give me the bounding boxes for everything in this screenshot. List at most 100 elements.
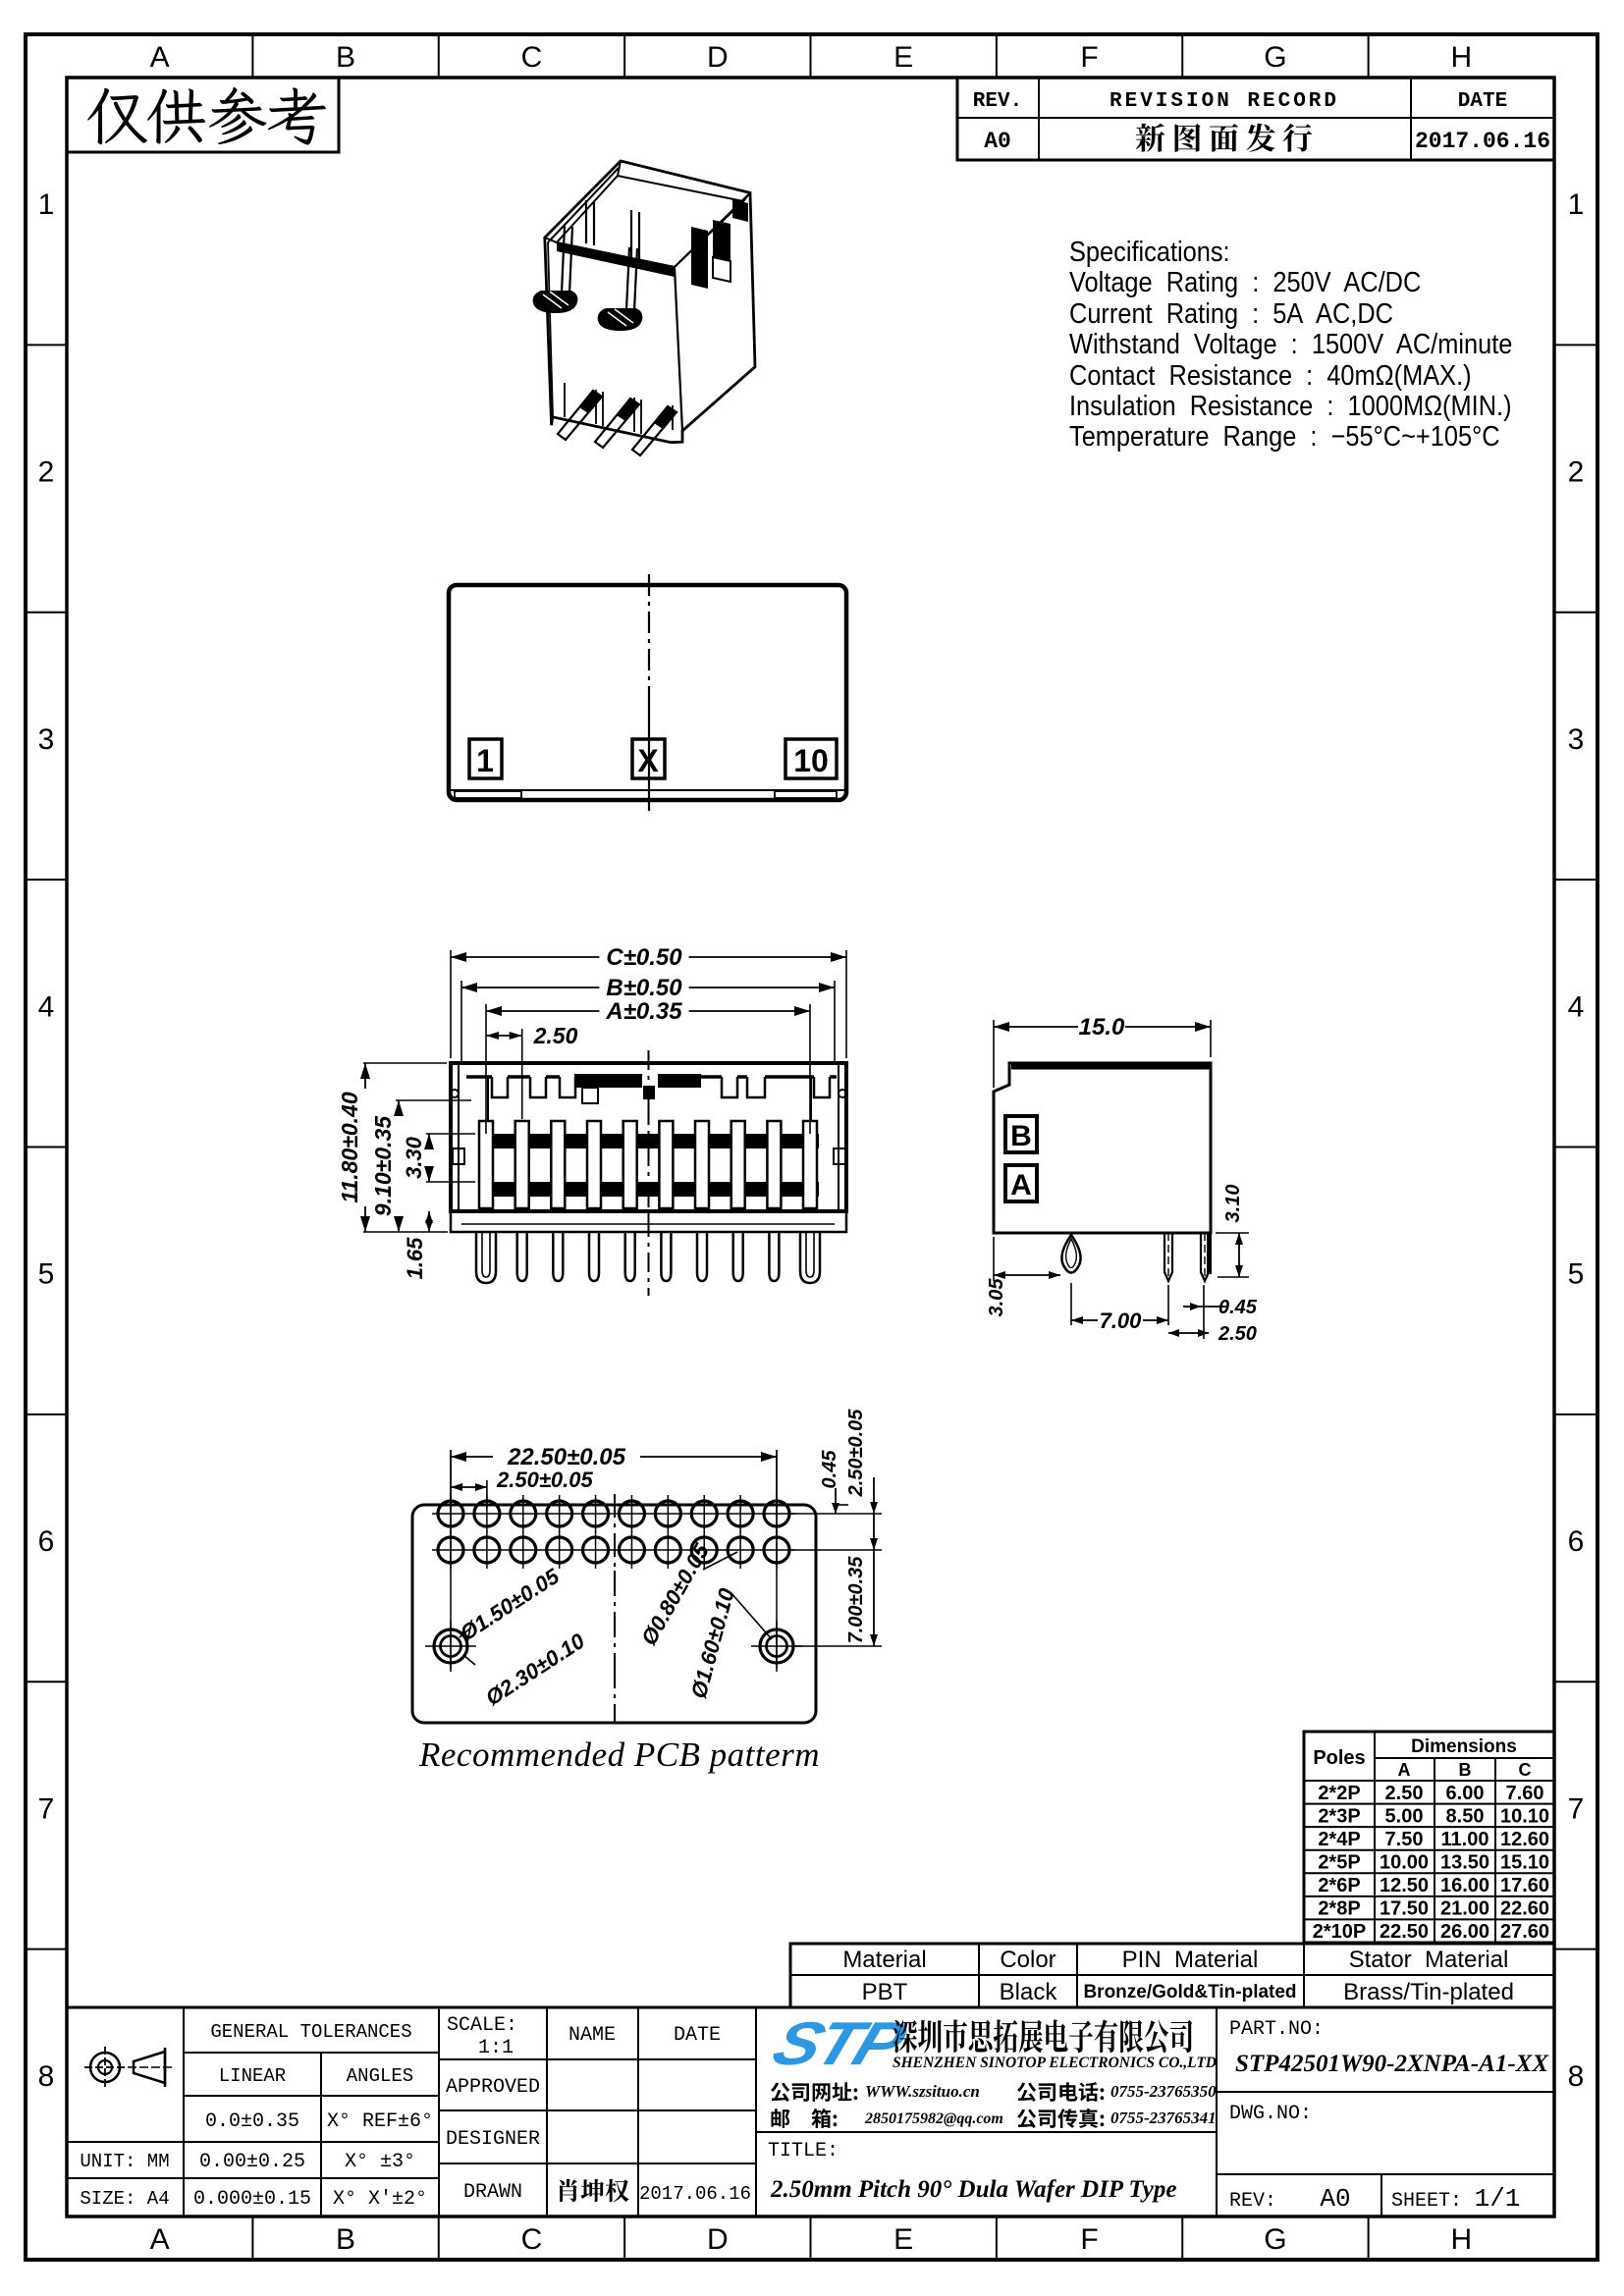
svg-text:3.10: 3.10 [1222, 1185, 1244, 1223]
svg-text:1:1: 1:1 [478, 2037, 514, 2059]
svg-text:A0: A0 [1320, 2184, 1350, 2214]
svg-text:2: 2 [38, 456, 55, 489]
svg-text:A: A [1010, 1169, 1032, 1201]
svg-text:3.30: 3.30 [402, 1136, 426, 1179]
svg-text:REV:: REV: [1229, 2190, 1276, 2213]
svg-text:C: C [521, 41, 543, 74]
svg-text:27.60: 27.60 [1500, 1921, 1549, 1943]
svg-text:1.65: 1.65 [403, 1237, 427, 1280]
svg-text:11.00: 11.00 [1441, 1829, 1489, 1850]
svg-text:X: X [637, 743, 659, 778]
svg-text:2*5P: 2*5P [1318, 1852, 1360, 1874]
svg-text:A: A [150, 2223, 170, 2256]
svg-text:13.50: 13.50 [1440, 1852, 1489, 1874]
svg-text:X° ±3°: X° ±3° [345, 2151, 415, 2173]
svg-text:3: 3 [1568, 723, 1585, 756]
svg-text:5: 5 [1568, 1258, 1585, 1291]
svg-text:C: C [521, 2223, 543, 2256]
svg-text:10.10: 10.10 [1500, 1805, 1549, 1827]
svg-text:SCALE:: SCALE: [447, 2014, 517, 2037]
svg-text:DRAWN: DRAWN [463, 2181, 522, 2204]
svg-text:Stator Material: Stator Material [1349, 1947, 1509, 1973]
svg-text:X° REF±6°: X° REF±6° [327, 2110, 433, 2133]
svg-text:8: 8 [38, 2060, 55, 2093]
svg-text:17.60: 17.60 [1500, 1875, 1549, 1896]
svg-text:2.50±0.05: 2.50±0.05 [845, 1409, 867, 1498]
svg-text:10: 10 [793, 743, 829, 778]
svg-text:H: H [1450, 41, 1472, 74]
svg-text:2.50: 2.50 [1218, 1323, 1257, 1345]
svg-text:2*4P: 2*4P [1318, 1829, 1360, 1850]
svg-text:SHEET:: SHEET: [1391, 2190, 1462, 2213]
svg-text:Ø2.30±0.10: Ø2.30±0.10 [481, 1629, 590, 1711]
svg-text:26.00: 26.00 [1440, 1921, 1489, 1943]
svg-text:7.00: 7.00 [1100, 1308, 1143, 1333]
svg-text:DATE: DATE [674, 2024, 721, 2047]
svg-text:Ø1.60±0.10: Ø1.60±0.10 [686, 1585, 739, 1701]
svg-text:UNIT: MM: UNIT: MM [80, 2151, 169, 2172]
svg-text:0.45: 0.45 [819, 1450, 840, 1489]
svg-text:1: 1 [1568, 188, 1585, 221]
svg-text:A0: A0 [984, 129, 1011, 154]
svg-text:2.50mm Pitch 90° Dula Wafer DI: 2.50mm Pitch 90° Dula Wafer DIP Type [770, 2176, 1176, 2203]
svg-text:22.50±0.05: 22.50±0.05 [507, 1444, 626, 1470]
svg-text:12.60: 12.60 [1500, 1829, 1549, 1850]
svg-text:22.50: 22.50 [1380, 1921, 1429, 1943]
svg-text:Brass/Tin-plated: Brass/Tin-plated [1343, 1979, 1514, 2005]
svg-text:6: 6 [1568, 1525, 1585, 1558]
svg-text:APPROVED: APPROVED [446, 2076, 540, 2099]
svg-text:F: F [1080, 2223, 1098, 2256]
svg-text:3.05: 3.05 [986, 1278, 1007, 1317]
svg-text:GENERAL TOLERANCES: GENERAL TOLERANCES [210, 2021, 411, 2043]
svg-text:0.000±0.15: 0.000±0.15 [193, 2188, 311, 2211]
svg-text:Poles: Poles [1313, 1747, 1365, 1769]
svg-text:0.00±0.25: 0.00±0.25 [199, 2151, 305, 2173]
svg-text:4: 4 [1568, 990, 1585, 1023]
svg-text:X° X'±2°: X° X'±2° [333, 2188, 427, 2211]
svg-text:22.60: 22.60 [1500, 1898, 1549, 1920]
svg-text:2017.06.16: 2017.06.16 [1415, 129, 1550, 154]
svg-text:Color: Color [1000, 1947, 1056, 1973]
svg-text:DWG.NO:: DWG.NO: [1229, 2103, 1312, 2125]
svg-text:E: E [893, 2223, 913, 2256]
svg-text:17.50: 17.50 [1380, 1898, 1429, 1920]
svg-text:G: G [1264, 41, 1286, 74]
svg-text:0.0±0.35: 0.0±0.35 [205, 2110, 299, 2133]
svg-text:DATE: DATE [1458, 90, 1507, 113]
svg-text:C±0.50: C±0.50 [606, 944, 682, 971]
svg-text:D: D [707, 41, 729, 74]
svg-text:B: B [1010, 1120, 1032, 1152]
svg-text:PIN Material: PIN Material [1122, 1947, 1259, 1973]
svg-text:Bronze/Gold&Tin-plated: Bronze/Gold&Tin-plated [1083, 1982, 1296, 2002]
svg-text:2.50±0.05: 2.50±0.05 [496, 1468, 593, 1492]
svg-text:2.50: 2.50 [1385, 1783, 1424, 1804]
svg-text:2*8P: 2*8P [1318, 1898, 1360, 1920]
svg-text:Black: Black [1000, 1979, 1058, 2005]
svg-text:9.10±0.35: 9.10±0.35 [370, 1115, 396, 1216]
svg-text:B: B [336, 2223, 355, 2256]
svg-text:REV.: REV. [973, 90, 1022, 113]
svg-text:0.45: 0.45 [1218, 1297, 1258, 1318]
svg-text:STP: STP [764, 2010, 915, 2078]
svg-text:0755-23765341: 0755-23765341 [1110, 2109, 1217, 2127]
svg-text:A: A [150, 41, 170, 74]
svg-text:E: E [893, 41, 913, 74]
svg-text:C: C [1519, 1760, 1532, 1780]
svg-text:G: G [1264, 2223, 1286, 2256]
svg-text:REVISION RECORD: REVISION RECORD [1110, 90, 1339, 113]
svg-text:Dimensions: Dimensions [1411, 1736, 1517, 1757]
svg-text:ANGLES: ANGLES [347, 2065, 413, 2087]
svg-text:7.60: 7.60 [1506, 1783, 1544, 1804]
svg-text:WWW.szsituo.cn: WWW.szsituo.cn [865, 2082, 980, 2101]
svg-text:11.80±0.40: 11.80±0.40 [337, 1092, 362, 1202]
svg-text:0755-23765350: 0755-23765350 [1110, 2082, 1217, 2101]
svg-text:10.00: 10.00 [1380, 1852, 1429, 1874]
svg-text:NAME: NAME [568, 2024, 616, 2047]
svg-text:7: 7 [1568, 1792, 1585, 1825]
svg-text:5.00: 5.00 [1385, 1805, 1424, 1827]
svg-text:TITLE:: TITLE: [768, 2140, 839, 2163]
svg-text:2.50: 2.50 [533, 1023, 578, 1048]
svg-text:7.50: 7.50 [1385, 1829, 1424, 1850]
svg-text:DESIGNER: DESIGNER [446, 2128, 540, 2151]
svg-text:2*3P: 2*3P [1318, 1805, 1360, 1827]
